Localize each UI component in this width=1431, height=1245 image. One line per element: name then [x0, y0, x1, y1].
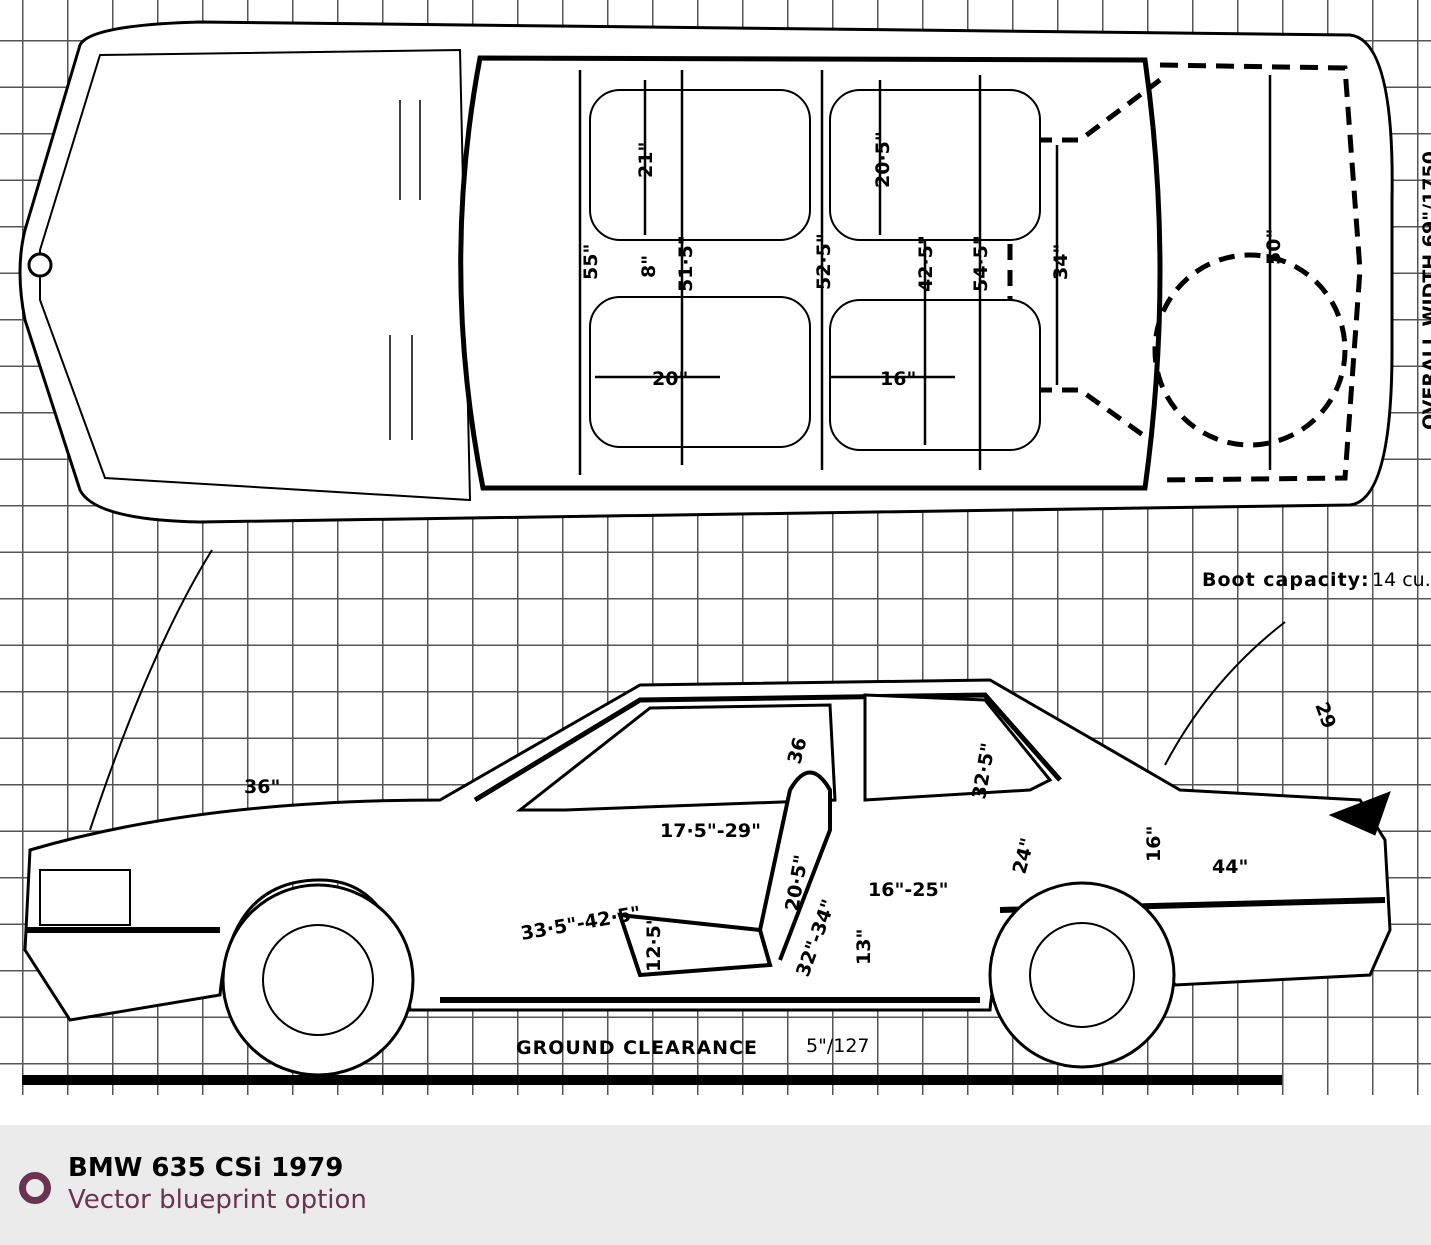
top-view-dimensions: 21" 55" 8" 51·5" 20" 52·5" 20·5" 42·5" 5… [580, 131, 1431, 430]
car-top-view [18, 20, 1394, 524]
overall-width-label: OVERALL WIDTH 69"/1750 [1419, 151, 1431, 430]
dim-label: 16" [880, 368, 916, 390]
dim-label: 51·5" [675, 235, 697, 292]
radio-option-icon[interactable] [19, 1172, 51, 1204]
dim-label: 52·5" [813, 233, 835, 290]
dim-label: 42·5" [915, 235, 937, 292]
dim-label: 29 [1310, 699, 1340, 731]
dim-label: 21" [635, 142, 657, 178]
dim-label: 44" [1212, 856, 1248, 878]
blueprint-option-link[interactable]: Vector blueprint option [68, 1185, 367, 1215]
boot-capacity-value: 14 cu. f [1372, 569, 1431, 591]
scale-bar [22, 1075, 1282, 1085]
dim-label: 17·5"-29" [660, 820, 761, 842]
dim-label: 16" [1143, 826, 1165, 862]
blueprint-title: BMW 635 CSi 1979 [68, 1153, 344, 1183]
dim-label: 54·5" [970, 235, 992, 292]
dim-label: 20·5" [872, 131, 894, 188]
blueprint-image: 21" 55" 8" 51·5" 20" 52·5" 20·5" 42·5" 5… [0, 0, 1431, 1095]
dim-label: 20" [652, 368, 688, 390]
dim-label: 55" [580, 244, 602, 280]
ground-clearance-value: 5"/127 [806, 1035, 870, 1057]
caption-bar [0, 1125, 1431, 1245]
blueprint-drawing: 21" 55" 8" 51·5" 20" 52·5" 20·5" 42·5" 5… [18, 20, 1431, 1085]
dim-label: 34" [1050, 244, 1072, 280]
boot-capacity-label: Boot capacity: [1202, 569, 1370, 591]
dim-label: 50" [1263, 229, 1285, 265]
ground-clearance-label: GROUND CLEARANCE [516, 1037, 758, 1059]
car-side-view [23, 549, 1392, 1077]
dim-label: 16"-25" [868, 879, 949, 901]
dim-label: 12·5" [643, 915, 665, 972]
dim-label: 13" [853, 929, 875, 965]
dim-label: 36" [244, 776, 280, 798]
dim-label: 8" [638, 255, 660, 278]
